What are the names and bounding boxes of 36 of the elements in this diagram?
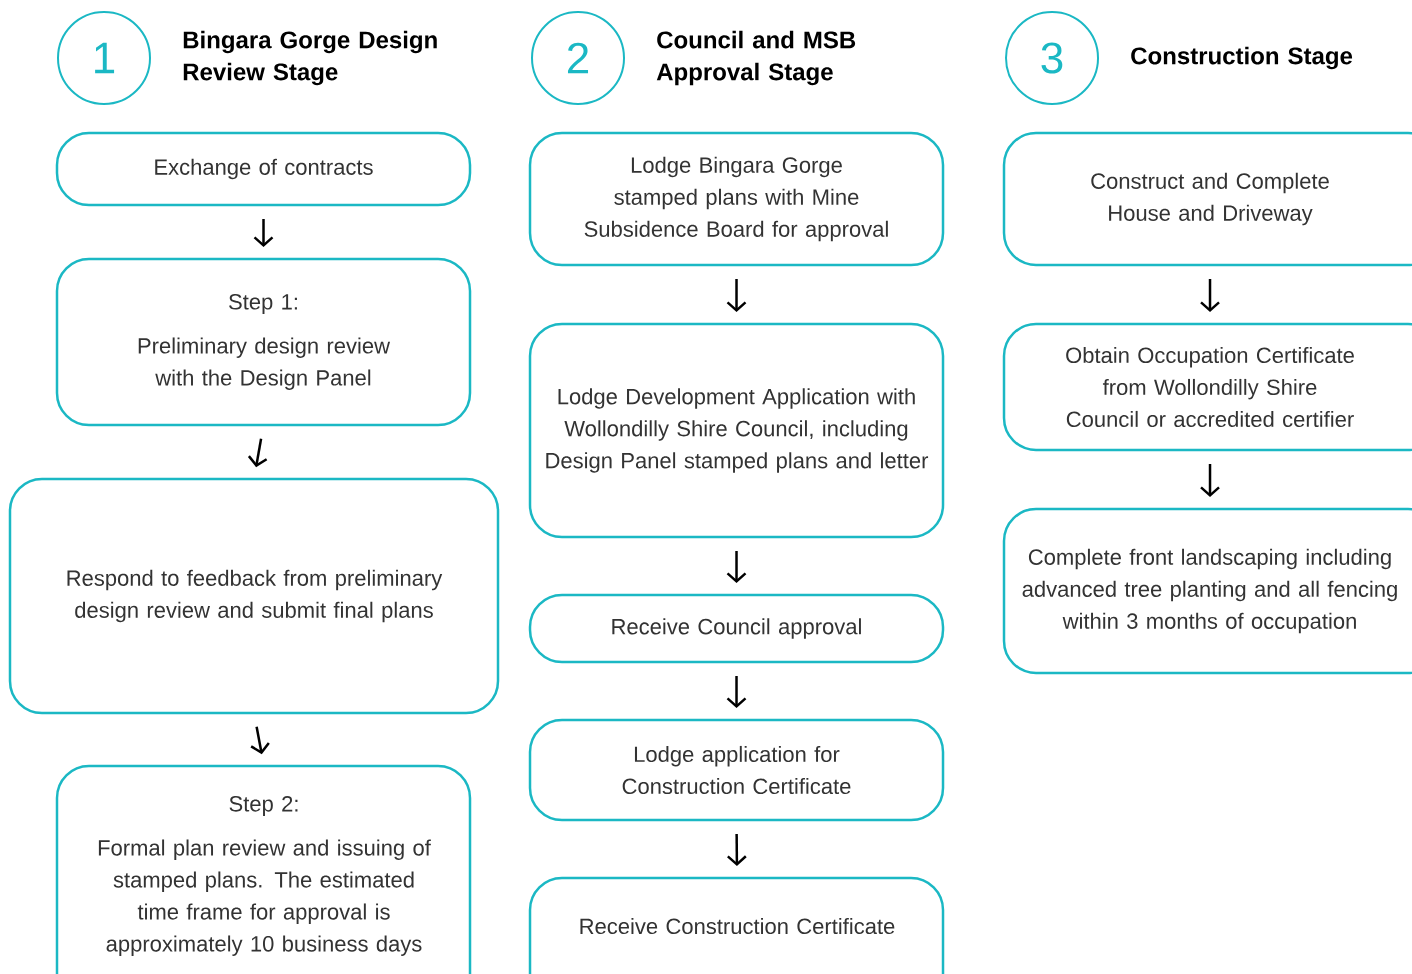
arrow bbox=[727, 834, 747, 866]
process-box bbox=[528, 593, 945, 664]
process-box bbox=[528, 131, 945, 267]
box-text: Construct and Complete House and Driveway bbox=[1091, 172, 1329, 226]
process-box bbox=[528, 322, 945, 539]
arrow bbox=[247, 438, 268, 468]
process-box bbox=[528, 718, 945, 822]
box-text: Step 1: Preliminary design review with the Design Panel bbox=[138, 294, 391, 390]
box-text: Lodge application for Construction Certificate bbox=[622, 745, 851, 795]
process-box bbox=[8, 477, 500, 715]
process-box bbox=[1002, 507, 1412, 675]
process-box bbox=[55, 257, 472, 427]
box-text: Receive Council approval bbox=[612, 618, 861, 639]
arrow bbox=[726, 279, 747, 312]
arrow bbox=[250, 726, 270, 755]
process-box bbox=[528, 876, 945, 974]
box-text: Receive Construction Certificate bbox=[580, 917, 895, 935]
arrow bbox=[726, 676, 747, 708]
box-text: Step 2: Formal plan review and issuing of stamped plans. The estimated time frame for approval is approximately 10 business days bbox=[98, 796, 431, 956]
box-text: Lodge Development Application with Wollondilly Shire Council, including Design Panel stamped plans and letter bbox=[546, 388, 929, 473]
box-text: Obtain Occupation Certificate from Wollondilly Shire Council or accredited certifier bbox=[1066, 346, 1354, 428]
process-box bbox=[1002, 131, 1412, 267]
stage-heading: Construction Stage bbox=[1131, 46, 1353, 70]
arrow bbox=[1200, 464, 1220, 497]
arrow bbox=[253, 219, 274, 247]
process-box bbox=[55, 764, 472, 974]
box-text: Lodge Bingara Gorge stamped plans with Mine Subsidence Board for approval bbox=[584, 156, 888, 242]
process-box bbox=[55, 131, 472, 207]
stage-heading: Council and MSB Approval Stage bbox=[656, 30, 856, 86]
arrow bbox=[726, 551, 747, 583]
process-box bbox=[1002, 322, 1412, 452]
box-text: Respond to feedback from preliminary design review and submit final plans bbox=[67, 569, 443, 623]
arrow bbox=[1200, 279, 1220, 312]
box-text: Complete front landscaping including advanced tree planting and all fencing within 3 months of occupation bbox=[1022, 548, 1397, 634]
stage-heading: Bingara Gorge Design Review Stage bbox=[183, 30, 437, 86]
box-text: Exchange of contracts bbox=[155, 158, 373, 180]
